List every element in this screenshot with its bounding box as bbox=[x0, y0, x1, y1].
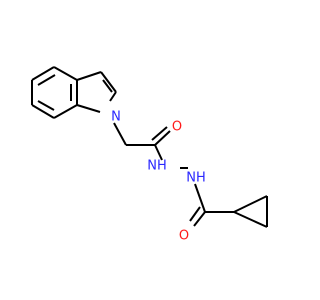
structure-svg: N O NH NH O bbox=[31, 66, 268, 244]
double-bond bbox=[151, 126, 168, 141]
bond bbox=[193, 211, 206, 227]
double-bond bbox=[37, 74, 56, 86]
double-bond bbox=[37, 100, 55, 111]
bond bbox=[154, 144, 163, 161]
double-bond bbox=[102, 79, 113, 93]
bond bbox=[194, 183, 206, 213]
bond bbox=[109, 91, 117, 102]
cyclopropyl-ring bbox=[233, 195, 268, 228]
carbonyl-oxygen-1-label: O bbox=[172, 120, 182, 135]
chain bbox=[113, 122, 234, 227]
bond bbox=[31, 66, 55, 81]
bond bbox=[76, 104, 101, 113]
bond bbox=[31, 104, 55, 119]
bond bbox=[53, 104, 78, 119]
bond bbox=[53, 66, 78, 81]
bond bbox=[100, 71, 117, 93]
bond bbox=[76, 71, 102, 81]
bond bbox=[233, 211, 268, 228]
bond bbox=[233, 195, 268, 213]
hydrazide-nh-1-label: NH bbox=[147, 159, 167, 174]
double-bond bbox=[189, 206, 201, 222]
atom-labels: N O NH NH O bbox=[111, 110, 206, 244]
bond bbox=[113, 122, 127, 146]
molecule-diagram: N O NH NH O bbox=[31, 66, 268, 244]
indole-nitrogen-label: N bbox=[111, 110, 121, 125]
hydrazide-nh-2-label: NH bbox=[186, 171, 206, 186]
carbonyl-oxygen-2-label: O bbox=[179, 229, 189, 244]
pyrrole-ring bbox=[76, 71, 117, 113]
benzene-ring bbox=[31, 66, 78, 119]
bond bbox=[154, 130, 171, 146]
